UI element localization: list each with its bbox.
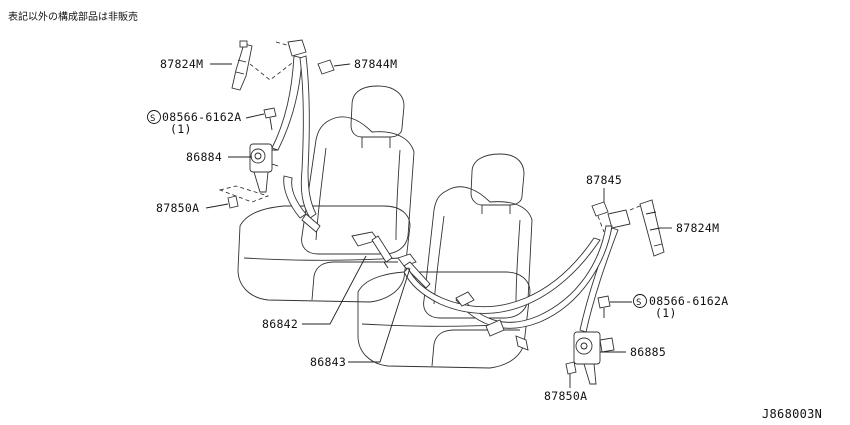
label-08566-left-qty: (1) [170, 122, 192, 136]
label-87844M: 87844M [354, 57, 397, 71]
left-belt-assembly [218, 39, 431, 289]
header-note: 表記以外の構成部品は非販売 [8, 10, 138, 23]
label-87845: 87845 [586, 173, 622, 187]
anchor-87850A-right [565, 361, 577, 375]
part-labels: 87824M 87844M S 08566-6162A (1) 86884 87… [147, 57, 728, 403]
label-87824M-right: 87824M [676, 221, 719, 235]
screw-symbol-left [147, 110, 161, 124]
label-08566-right: 08566-6162A [649, 294, 728, 308]
guide-87845 [591, 201, 609, 217]
left-seat [237, 85, 415, 303]
stalk-86843 [397, 253, 431, 289]
label-87850A-left: 87850A [156, 201, 199, 215]
label-08566-left: 08566-6162A [162, 110, 241, 124]
bolt-08566-left [263, 107, 277, 119]
screw-symbol-left-letter: S [150, 114, 156, 124]
diagram-id: J868003N [762, 407, 822, 421]
bracket-87824M-left [231, 43, 253, 91]
label-86885: 86885 [630, 345, 666, 359]
right-seat [357, 153, 533, 369]
retractor-86885-right [573, 331, 615, 385]
label-86884: 86884 [186, 150, 222, 164]
label-86843: 86843 [310, 355, 346, 369]
label-87850A-right: 87850A [544, 389, 587, 403]
label-08566-right-qty: (1) [655, 306, 677, 320]
screw-symbol-right-letter: S [636, 298, 642, 308]
bolt-08566-right [597, 295, 611, 309]
buckle-86842 [351, 231, 393, 269]
label-86842: 86842 [262, 317, 298, 331]
screw-symbol-right [633, 294, 647, 308]
cover-87844M [317, 59, 335, 75]
anchor-87850A-left [227, 195, 239, 209]
retractor-86884-left [249, 143, 279, 193]
right-belt-assembly [403, 199, 665, 385]
label-87824M-left: 87824M [160, 57, 203, 71]
leader-lines [205, 63, 672, 388]
